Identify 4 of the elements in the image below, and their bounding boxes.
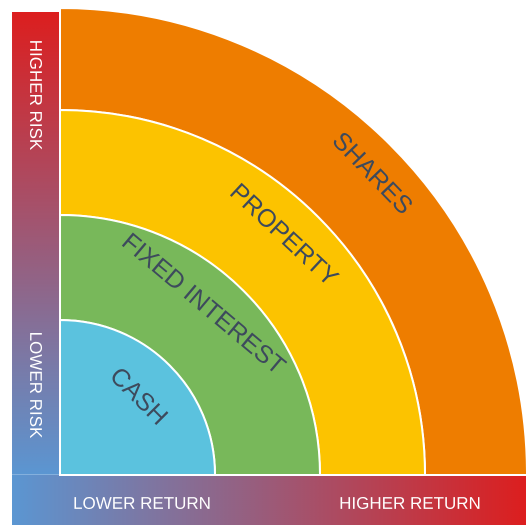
axis-label: HIGHER RISK: [30, 41, 42, 150]
axis-label: LOWER RETURN: [74, 496, 210, 510]
axis-label: HIGHER RETURN: [340, 496, 480, 510]
axis-label: LOWER RISK: [30, 333, 42, 438]
